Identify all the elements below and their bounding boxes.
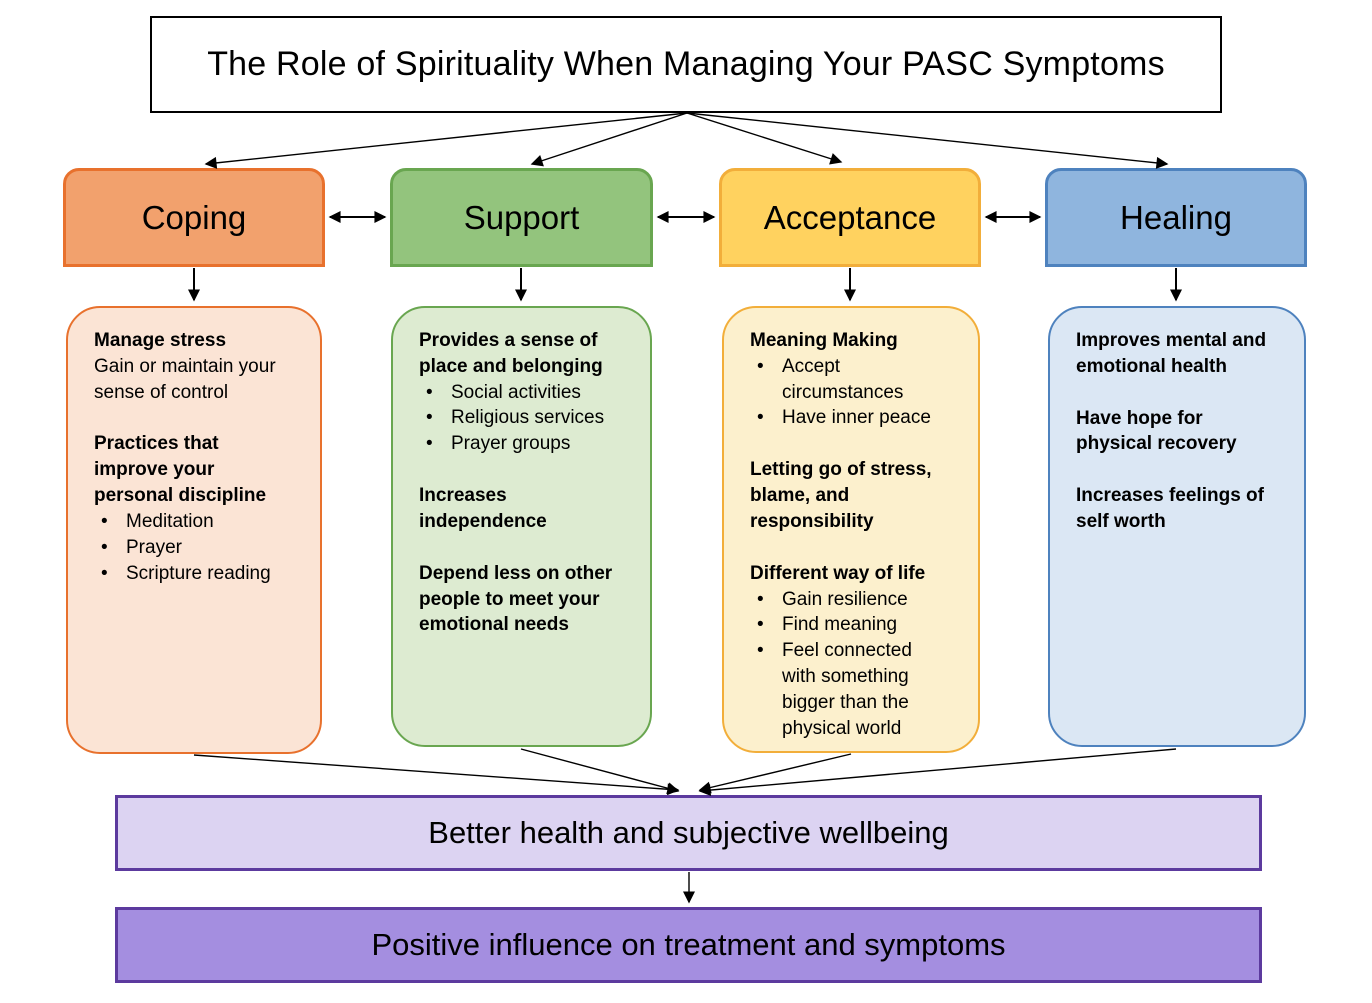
bullet-item: Prayer xyxy=(94,535,290,561)
title-box: The Role of Spirituality When Managing Y… xyxy=(150,16,1222,113)
outcome-bar-primary-label: Better health and subjective wellbeing xyxy=(428,815,949,850)
section-heading: Letting go of stress, blame, and respons… xyxy=(750,459,932,532)
section-heading: Increases feelings of self worth xyxy=(1076,485,1264,533)
bullet-list: Gain resilience Find meaning Feel connec… xyxy=(750,587,948,742)
detail-section: Improves mental and emotional health xyxy=(1076,328,1274,380)
bullet-list: Social activities Religious services Pra… xyxy=(419,380,620,457)
arrow-title-to-support xyxy=(530,112,688,167)
outcome-bar-secondary: Positive influence on treatment and symp… xyxy=(115,907,1262,983)
arrow-support-to-outcome xyxy=(520,748,680,795)
pillar-header-coping: Coping xyxy=(63,168,325,267)
arrow-acceptance-to-outcome xyxy=(698,753,852,794)
pillar-header-healing: Healing xyxy=(1045,168,1307,267)
section-heading: Improves mental and emotional health xyxy=(1076,330,1267,377)
detail-section: Meaning Making Accept circumstances Have… xyxy=(750,328,948,431)
bullet-item: Prayer groups xyxy=(419,431,620,457)
bullet-item: Find meaning xyxy=(750,612,948,638)
bullet-item: Accept circumstances xyxy=(750,354,948,406)
pillar-header-coping-label: Coping xyxy=(141,198,247,236)
bullet-item: Feel connected with something bigger tha… xyxy=(750,638,948,741)
detail-section: Provides a sense of place and belonging … xyxy=(419,328,620,457)
arrow-title-to-acceptance xyxy=(686,112,843,165)
section-heading: Provides a sense of place and belonging xyxy=(419,330,603,377)
pillar-detail-acceptance: Meaning Making Accept circumstances Have… xyxy=(722,306,980,753)
bullet-item: Meditation xyxy=(94,509,290,535)
bullet-item: Scripture reading xyxy=(94,561,290,587)
pillar-header-support: Support xyxy=(390,168,653,267)
title-text: The Role of Spirituality When Managing Y… xyxy=(207,45,1165,83)
pillar-detail-support: Provides a sense of place and belonging … xyxy=(391,306,652,747)
arrow-coping-to-outcome xyxy=(193,754,680,796)
detail-section: Increases feelings of self worth xyxy=(1076,483,1274,535)
section-heading: Increases independence xyxy=(419,485,547,532)
section-heading: Depend less on other people to meet your… xyxy=(419,562,613,636)
detail-section: Have hope for physical recovery xyxy=(1076,406,1274,458)
arrow-title-to-healing xyxy=(686,112,1169,169)
bullet-list: Accept circumstances Have inner peace xyxy=(750,354,948,431)
pillar-header-healing-label: Healing xyxy=(1120,198,1232,236)
detail-section: Increases independence xyxy=(419,483,620,535)
section-heading: Meaning Making xyxy=(750,330,898,351)
pillar-header-support-label: Support xyxy=(463,198,580,236)
detail-section: Different way of life Gain resilience Fi… xyxy=(750,561,948,742)
bullet-item: Social activities xyxy=(419,380,620,406)
pillar-header-acceptance: Acceptance xyxy=(719,168,981,267)
detail-section: Depend less on other people to meet your… xyxy=(419,561,620,638)
outcome-bar-secondary-label: Positive influence on treatment and symp… xyxy=(371,927,1006,962)
detail-section: Manage stress Gain or maintain your sens… xyxy=(94,328,290,405)
pillar-detail-coping: Manage stress Gain or maintain your sens… xyxy=(66,306,322,754)
section-heading: Manage stress xyxy=(94,330,227,351)
pillar-header-acceptance-label: Acceptance xyxy=(763,198,937,236)
arrow-healing-to-outcome xyxy=(698,748,1177,797)
section-body: Gain or maintain your sense of control xyxy=(94,355,276,403)
section-heading: Different way of life xyxy=(750,562,926,584)
section-heading: Have hope for physical recovery xyxy=(1076,407,1237,455)
bullet-item: Gain resilience xyxy=(750,587,948,613)
outcome-bar-primary: Better health and subjective wellbeing xyxy=(115,795,1262,871)
pillar-detail-healing: Improves mental and emotional health Hav… xyxy=(1048,306,1306,747)
detail-section: Letting go of stress, blame, and respons… xyxy=(750,457,948,534)
bullet-list: Meditation Prayer Scripture reading xyxy=(94,509,290,586)
section-heading: Practices that improve your personal dis… xyxy=(94,433,267,507)
arrow-title-to-coping xyxy=(204,112,688,169)
detail-section: Practices that improve your personal dis… xyxy=(94,431,290,586)
bullet-item: Have inner peace xyxy=(750,405,948,431)
bullet-item: Religious services xyxy=(419,405,620,431)
